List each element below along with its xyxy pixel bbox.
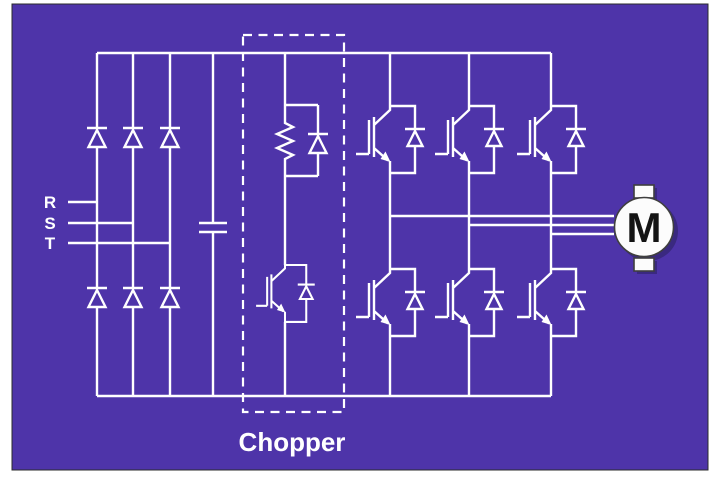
phase-label-t: T	[45, 234, 56, 253]
motor: M	[613, 184, 678, 274]
brake-resistor	[274, 105, 296, 176]
chopper-boundary	[241, 33, 346, 414]
inverter	[354, 53, 614, 396]
phase-label-r: R	[44, 193, 56, 212]
chopper: Chopper	[239, 33, 346, 457]
motor-body	[613, 196, 675, 258]
dc-bus	[97, 51, 551, 398]
rectifier	[85, 53, 182, 396]
dc-link-capacitor	[199, 53, 227, 396]
motor-terminal-bottom	[633, 257, 655, 272]
motor-phase-lines	[390, 214, 614, 236]
three-phase-input: R S T	[44, 193, 170, 253]
panel-background	[11, 3, 709, 471]
chopper-label: Chopper	[239, 427, 346, 457]
motor-label: M	[627, 204, 662, 251]
motor-terminal-top	[633, 184, 655, 199]
phase-label-s: S	[44, 214, 55, 233]
